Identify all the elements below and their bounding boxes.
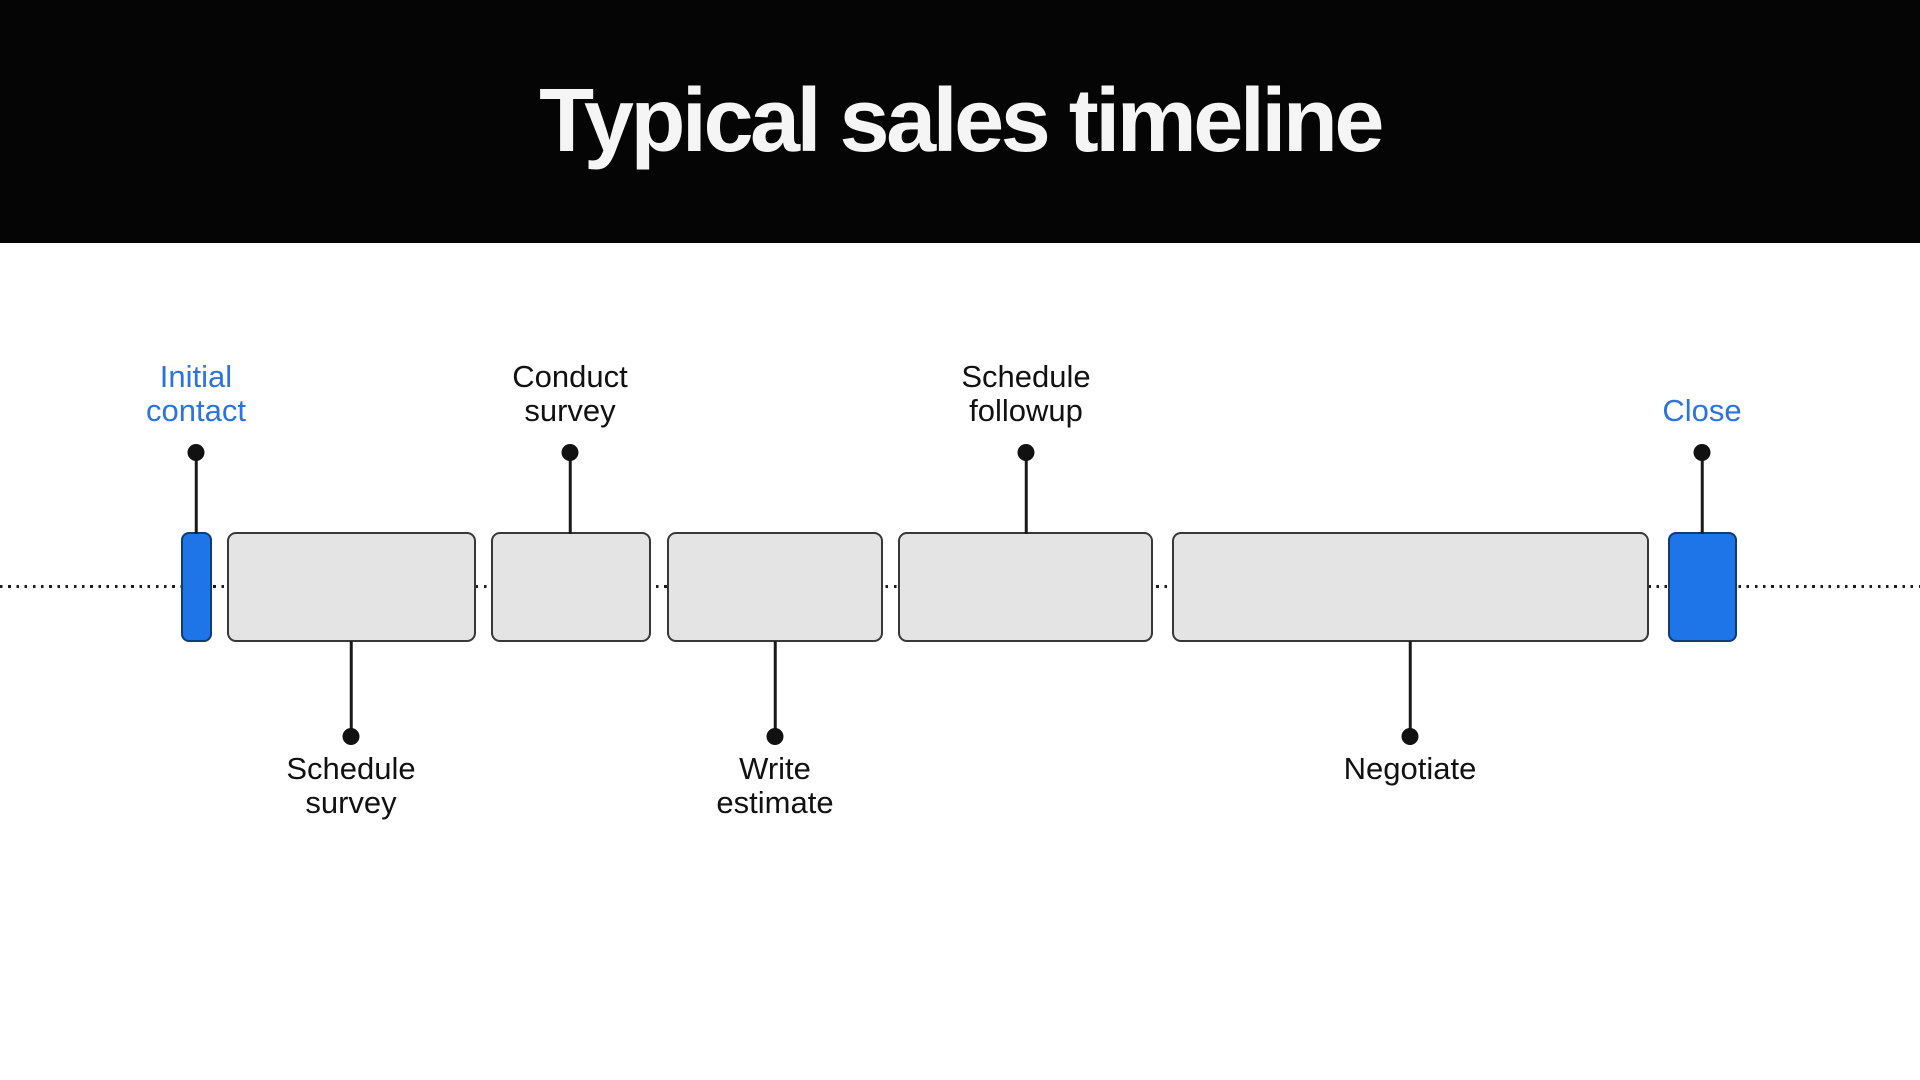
- callout-initial-contact-dot: [187, 443, 205, 461]
- stage-write-estimate: [667, 532, 883, 642]
- stage-schedule-survey: [227, 532, 476, 642]
- stage-conduct-survey: [491, 532, 651, 642]
- callout-negotiate-line: [1408, 641, 1412, 736]
- callout-schedule-followup-line: [1024, 452, 1028, 534]
- page-title: Typical sales timeline: [539, 71, 1384, 171]
- callout-conduct-survey-line: [568, 452, 572, 534]
- callout-initial-contact-label: Initial contact: [146, 359, 246, 428]
- stage-schedule-followup: [898, 532, 1153, 642]
- callout-negotiate-label: Negotiate: [1343, 751, 1477, 786]
- callout-conduct-survey-dot: [561, 443, 579, 461]
- callout-write-estimate-dot: [766, 727, 784, 745]
- header-banner: Typical sales timeline: [0, 0, 1920, 243]
- callout-schedule-survey-label: Schedule survey: [286, 751, 416, 820]
- callout-negotiate-dot: [1401, 727, 1419, 745]
- callout-schedule-followup-label: Schedule followup: [961, 359, 1091, 428]
- callout-write-estimate-label: Write estimate: [716, 751, 834, 820]
- callout-schedule-survey-dot: [342, 727, 360, 745]
- milestone-close: [1668, 532, 1737, 642]
- callout-initial-contact-line: [194, 452, 198, 534]
- callout-close-label: Close: [1662, 393, 1742, 428]
- callout-conduct-survey-label: Conduct survey: [512, 359, 628, 428]
- stage-negotiate: [1172, 532, 1649, 642]
- callout-schedule-survey-line: [349, 641, 353, 736]
- callout-schedule-followup-dot: [1017, 443, 1035, 461]
- callout-close-dot: [1693, 443, 1711, 461]
- milestone-initial-contact: [181, 532, 212, 642]
- callout-write-estimate-line: [773, 641, 777, 736]
- callout-close-line: [1700, 452, 1704, 534]
